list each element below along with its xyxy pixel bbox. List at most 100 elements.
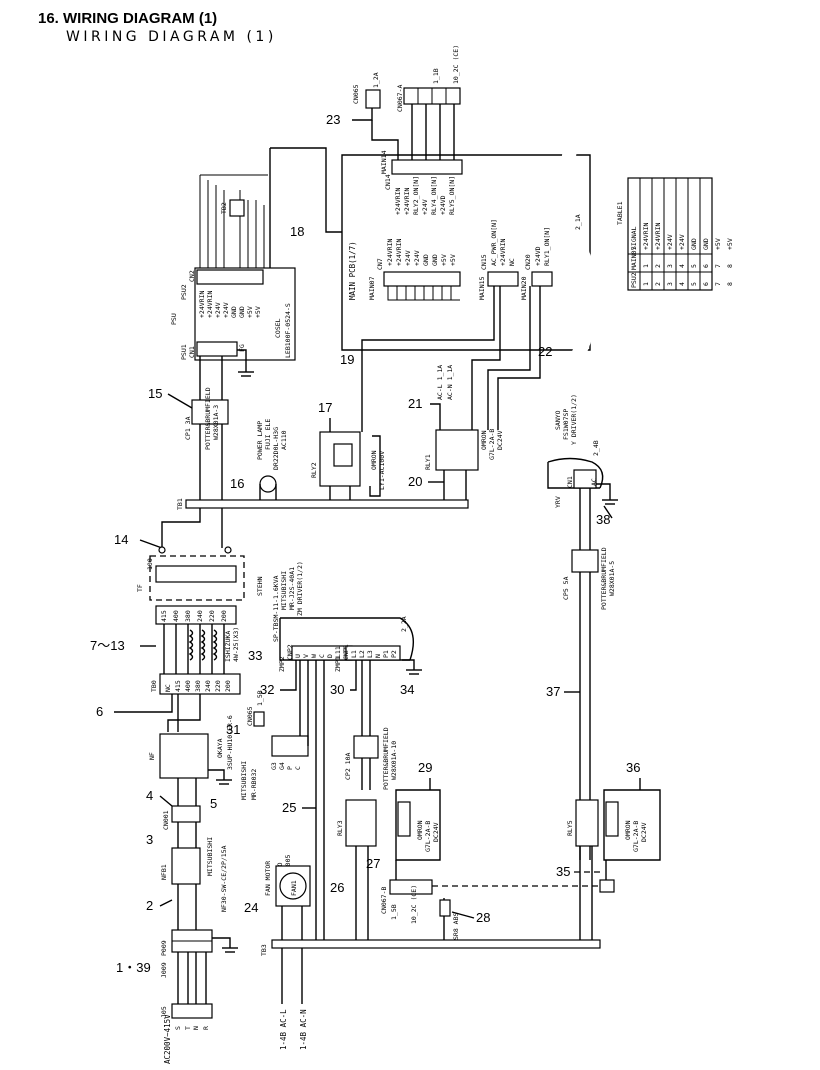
- callout-29: 29: [418, 760, 432, 775]
- rly4-maker: OMRON: [416, 820, 424, 840]
- pin-n: N: [192, 1026, 200, 1030]
- cn065-top-value: 1_2A: [372, 72, 380, 88]
- main-pcb-outline: [341, 154, 591, 351]
- table-head-signal: SIGNAL: [630, 226, 638, 250]
- cn14-sig-4: +24V: [421, 199, 429, 215]
- cn067b-value: 1_5B: [390, 904, 398, 920]
- cnp1-pin-l1: L1: [350, 650, 358, 658]
- table-cell-main07-3: 3: [666, 264, 674, 268]
- output-ac-l: 1-4B AC-L: [279, 1009, 288, 1050]
- cn20-label: CN20: [524, 254, 532, 270]
- callout-7-13: 7～13: [90, 638, 125, 653]
- cn065-top-label: CN065: [352, 84, 360, 104]
- nf-maker: OKAYA: [216, 738, 224, 758]
- cn20-sig-2: RLY1_ON[N]: [543, 227, 551, 266]
- y-ac-label: AC: [590, 478, 598, 486]
- rly1-model: G7L-2A-B: [488, 429, 496, 460]
- cnp2-pin-d: D: [326, 654, 334, 658]
- table-cell-signal-1: +24VRIN: [642, 223, 650, 250]
- psu2-sig-5: GND: [230, 306, 238, 318]
- callout-27: 27: [366, 856, 380, 871]
- cn001-label: CN001: [162, 810, 170, 830]
- psu-block: PSU PSU2 CN2 +24VRIN +24VRIN +24V +24V G…: [170, 267, 296, 377]
- pin-s: S: [174, 1026, 182, 1030]
- table-cell-psu2-4: 4: [678, 282, 686, 286]
- tf-tap-380: 380: [184, 610, 192, 622]
- cnp1-pin-l2: L2: [358, 650, 366, 658]
- connector-cn065-top: CN065 1_2A: [352, 72, 381, 109]
- tb3-label: TB3: [260, 944, 268, 956]
- psu2-sig-7: +5V: [246, 306, 254, 318]
- table-cell-psu2-7: 7: [714, 282, 722, 286]
- table-cell-psu2-5: 5: [690, 282, 698, 286]
- callout-6: 6: [96, 704, 103, 719]
- callout-35: 35: [556, 864, 570, 879]
- callout-34: 34: [400, 682, 414, 697]
- tb0-tap-2: 400: [184, 680, 192, 692]
- pin-t: T: [184, 1026, 192, 1030]
- cn14-sig-5: RLY4_ON[N]: [430, 176, 438, 215]
- callout-37: 37: [546, 684, 560, 699]
- cn2-label: CN2: [188, 270, 196, 282]
- psu2-sig-4: +24V: [222, 302, 230, 318]
- rly5-rating: DC24V: [640, 822, 648, 842]
- cn7-sig-2: +24VRIN: [395, 239, 403, 266]
- fan-motor: FAN MOTOR SANYO 109S005 FAN1 24: [244, 855, 311, 940]
- rly3-label: RLY3: [336, 820, 344, 836]
- zm-model: MR-J2S-40A1: [288, 567, 296, 610]
- output-ac-n: 1-4B AC-N: [299, 1009, 308, 1050]
- fg-label: FG: [238, 344, 246, 352]
- nfb1-model: NF30-SW-CE/2P/15A: [220, 845, 228, 912]
- table-cell-signal-6: GND: [702, 238, 710, 250]
- breaker-cp1: 15 CP1 3A POTTER&BRUMFIELD W28X01A-3: [148, 356, 229, 500]
- pin-r: R: [202, 1026, 210, 1030]
- table-rows: 11+24VRIN22+24VRIN33+24V44+24V55GND66GND…: [642, 223, 734, 286]
- table-title: TABLE1: [616, 201, 624, 225]
- callout-1-39: 1・39: [116, 960, 151, 975]
- ishizuka-label: ISHIZUKA: [224, 631, 232, 662]
- cn7-sig-5: GND: [422, 254, 430, 266]
- cp2-model: W28X01A-10: [390, 741, 398, 780]
- cn15-label: CN15: [480, 254, 488, 270]
- connector-p009-j009: P009 J009 1・39: [116, 929, 238, 1004]
- zmp1-label: ZMP1: [334, 656, 342, 672]
- connector-cn7: MAIN07 CN7 +24VRIN +24VRIN +24V +24V GND…: [368, 239, 461, 300]
- tb0-tap-5: 220: [214, 680, 222, 692]
- connector-cn14: MAIN14 CN14 +24VRIN +24VRIN RLY2_ON[N] +…: [380, 150, 463, 215]
- callout-26: 26: [330, 880, 344, 895]
- callout-25: 25: [282, 800, 296, 815]
- cp1-model: W28X01A-3: [212, 405, 220, 440]
- rly2-model: LY1-AC100V: [378, 451, 386, 490]
- y-driver-maker: SANYO: [554, 410, 562, 430]
- tb2-harness: 18 TB2: [199, 147, 342, 268]
- tb0-tap-0: NC: [164, 684, 172, 692]
- cp2-maker: POTTER&BRUMFIELD: [382, 727, 390, 790]
- connector-cn067a: CN067-A 1_1B 10_2C (CE): [396, 45, 461, 112]
- table-cell-psu2-6: 6: [702, 282, 710, 286]
- callout-24: 24: [244, 900, 258, 915]
- page-subtitle: WIRING DIAGRAM (1): [66, 29, 277, 45]
- zm-driver: MITSUBISHI MR-J2S-40A1 ZM DRIVER(1/2) 2_…: [278, 561, 422, 697]
- tb1-label: TB1: [176, 498, 184, 510]
- stehn-model: SP-TBSM-11-1.6KVA: [272, 575, 280, 642]
- relay-rly5: RLY5 36 OMRON G7L-2A-B DC24V 35: [556, 760, 661, 940]
- tb3-bus: TB3 1-4B AC-L 1-4B AC-N: [260, 939, 601, 1050]
- psu2-sig-8: +5V: [254, 306, 262, 318]
- cnp2-pin-l11: L11: [334, 646, 342, 658]
- cnp1-pin-p2: P2: [390, 650, 398, 658]
- tb0-tap-4: 240: [204, 680, 212, 692]
- tf-tap-240: 240: [196, 610, 204, 622]
- cn20-sig-1: +24VD: [534, 246, 542, 266]
- cp1-label: CP1 3A: [184, 416, 192, 440]
- sheet-2-4b: 2_4B: [592, 440, 600, 456]
- cnp2-pin-c: C: [318, 654, 326, 658]
- cn15-sig-2: +24VRIN: [499, 239, 507, 266]
- yrv-label: YRV: [554, 496, 562, 508]
- main14-label: MAIN14: [380, 150, 388, 174]
- cnp1-pin-n: N: [374, 654, 382, 658]
- nf-model: 3SUP-HU10-ER-6: [226, 715, 234, 770]
